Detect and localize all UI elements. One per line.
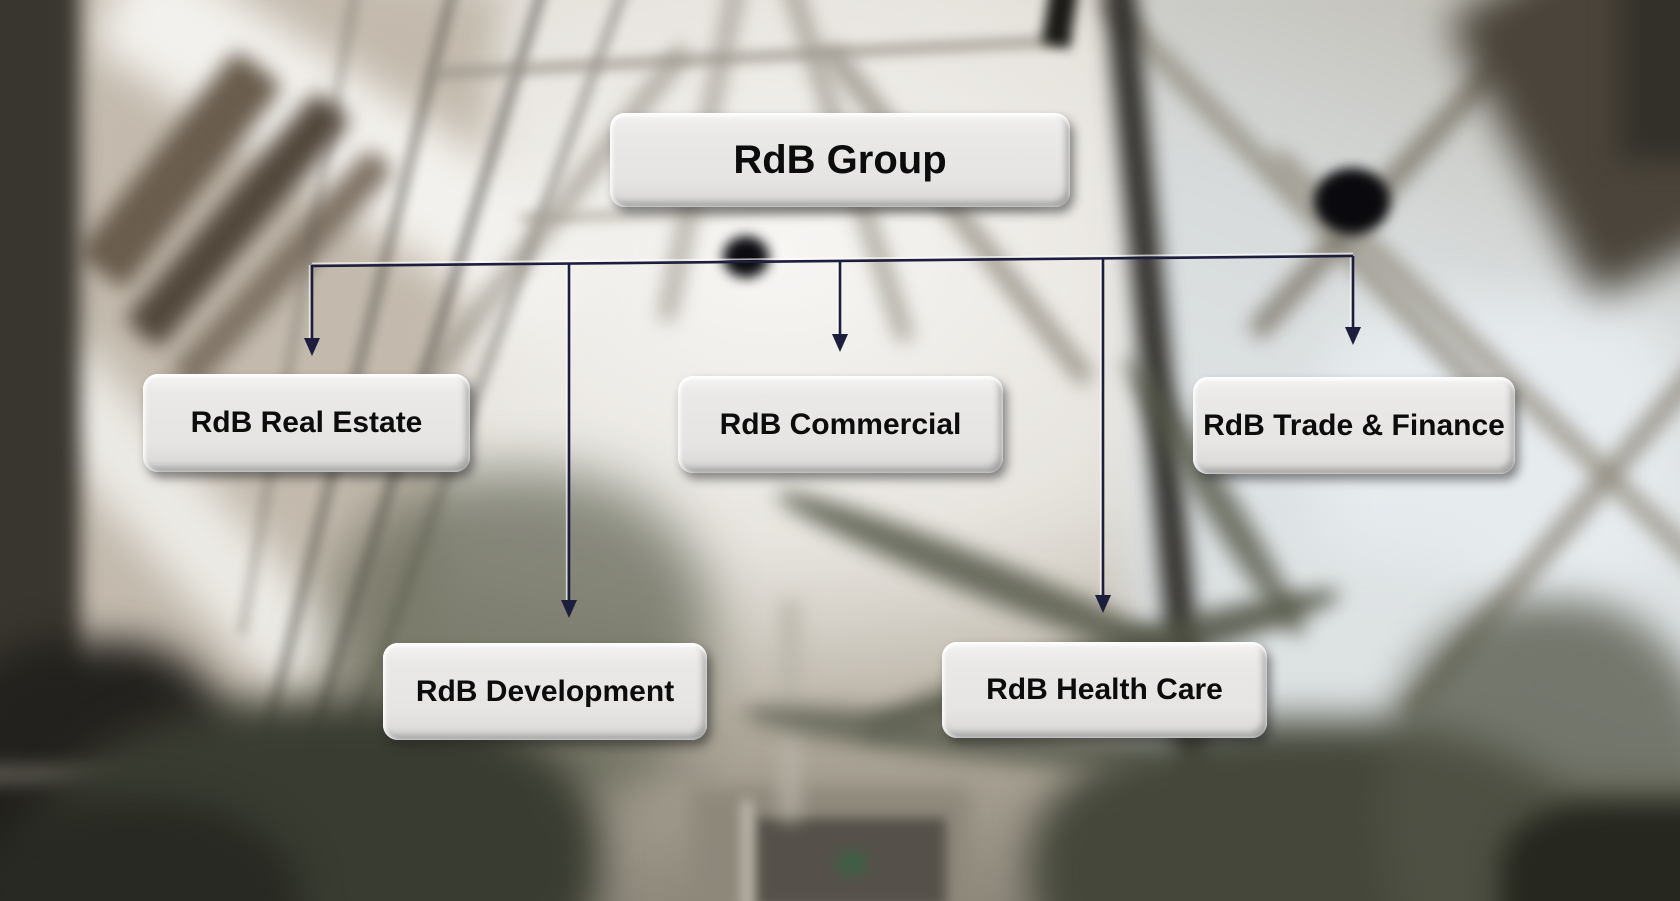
connector-highlight — [308, 252, 1354, 601]
arrowhead-trade-finance — [1345, 327, 1361, 345]
arrowhead-health-care — [1095, 595, 1111, 613]
node-label: RdB Commercial — [719, 407, 962, 441]
arrowhead-development — [561, 600, 577, 618]
node-label: RdB Health Care — [986, 673, 1223, 706]
node-rdb-real-estate[interactable]: RdB Real Estate — [143, 374, 470, 472]
bg-door-frame — [742, 800, 752, 901]
node-label: RdB Real Estate — [190, 406, 423, 439]
arrowhead-commercial — [832, 334, 848, 352]
bg-exit-sign — [838, 852, 866, 874]
node-rdb-development[interactable]: RdB Development — [383, 643, 707, 740]
node-label: RdB Trade & Finance — [1203, 408, 1505, 442]
bg-hanging-lamp — [723, 236, 769, 278]
connector-top-rail — [311, 254, 1354, 268]
connector-arrowheads — [304, 327, 1361, 618]
node-rdb-trade-finance[interactable]: RdB Trade & Finance — [1193, 377, 1515, 474]
node-label: RdB Group — [733, 137, 947, 182]
node-rdb-health-care[interactable]: RdB Health Care — [942, 642, 1267, 738]
node-rdb-commercial[interactable]: RdB Commercial — [678, 376, 1003, 473]
node-rdb-group[interactable]: RdB Group — [610, 113, 1070, 207]
node-label: RdB Development — [415, 674, 675, 708]
bg-hanging-lamp — [1314, 168, 1390, 234]
bg-corner-panel — [1620, 0, 1680, 160]
connector-main — [310, 254, 1355, 601]
arrowhead-real-estate — [304, 338, 320, 356]
